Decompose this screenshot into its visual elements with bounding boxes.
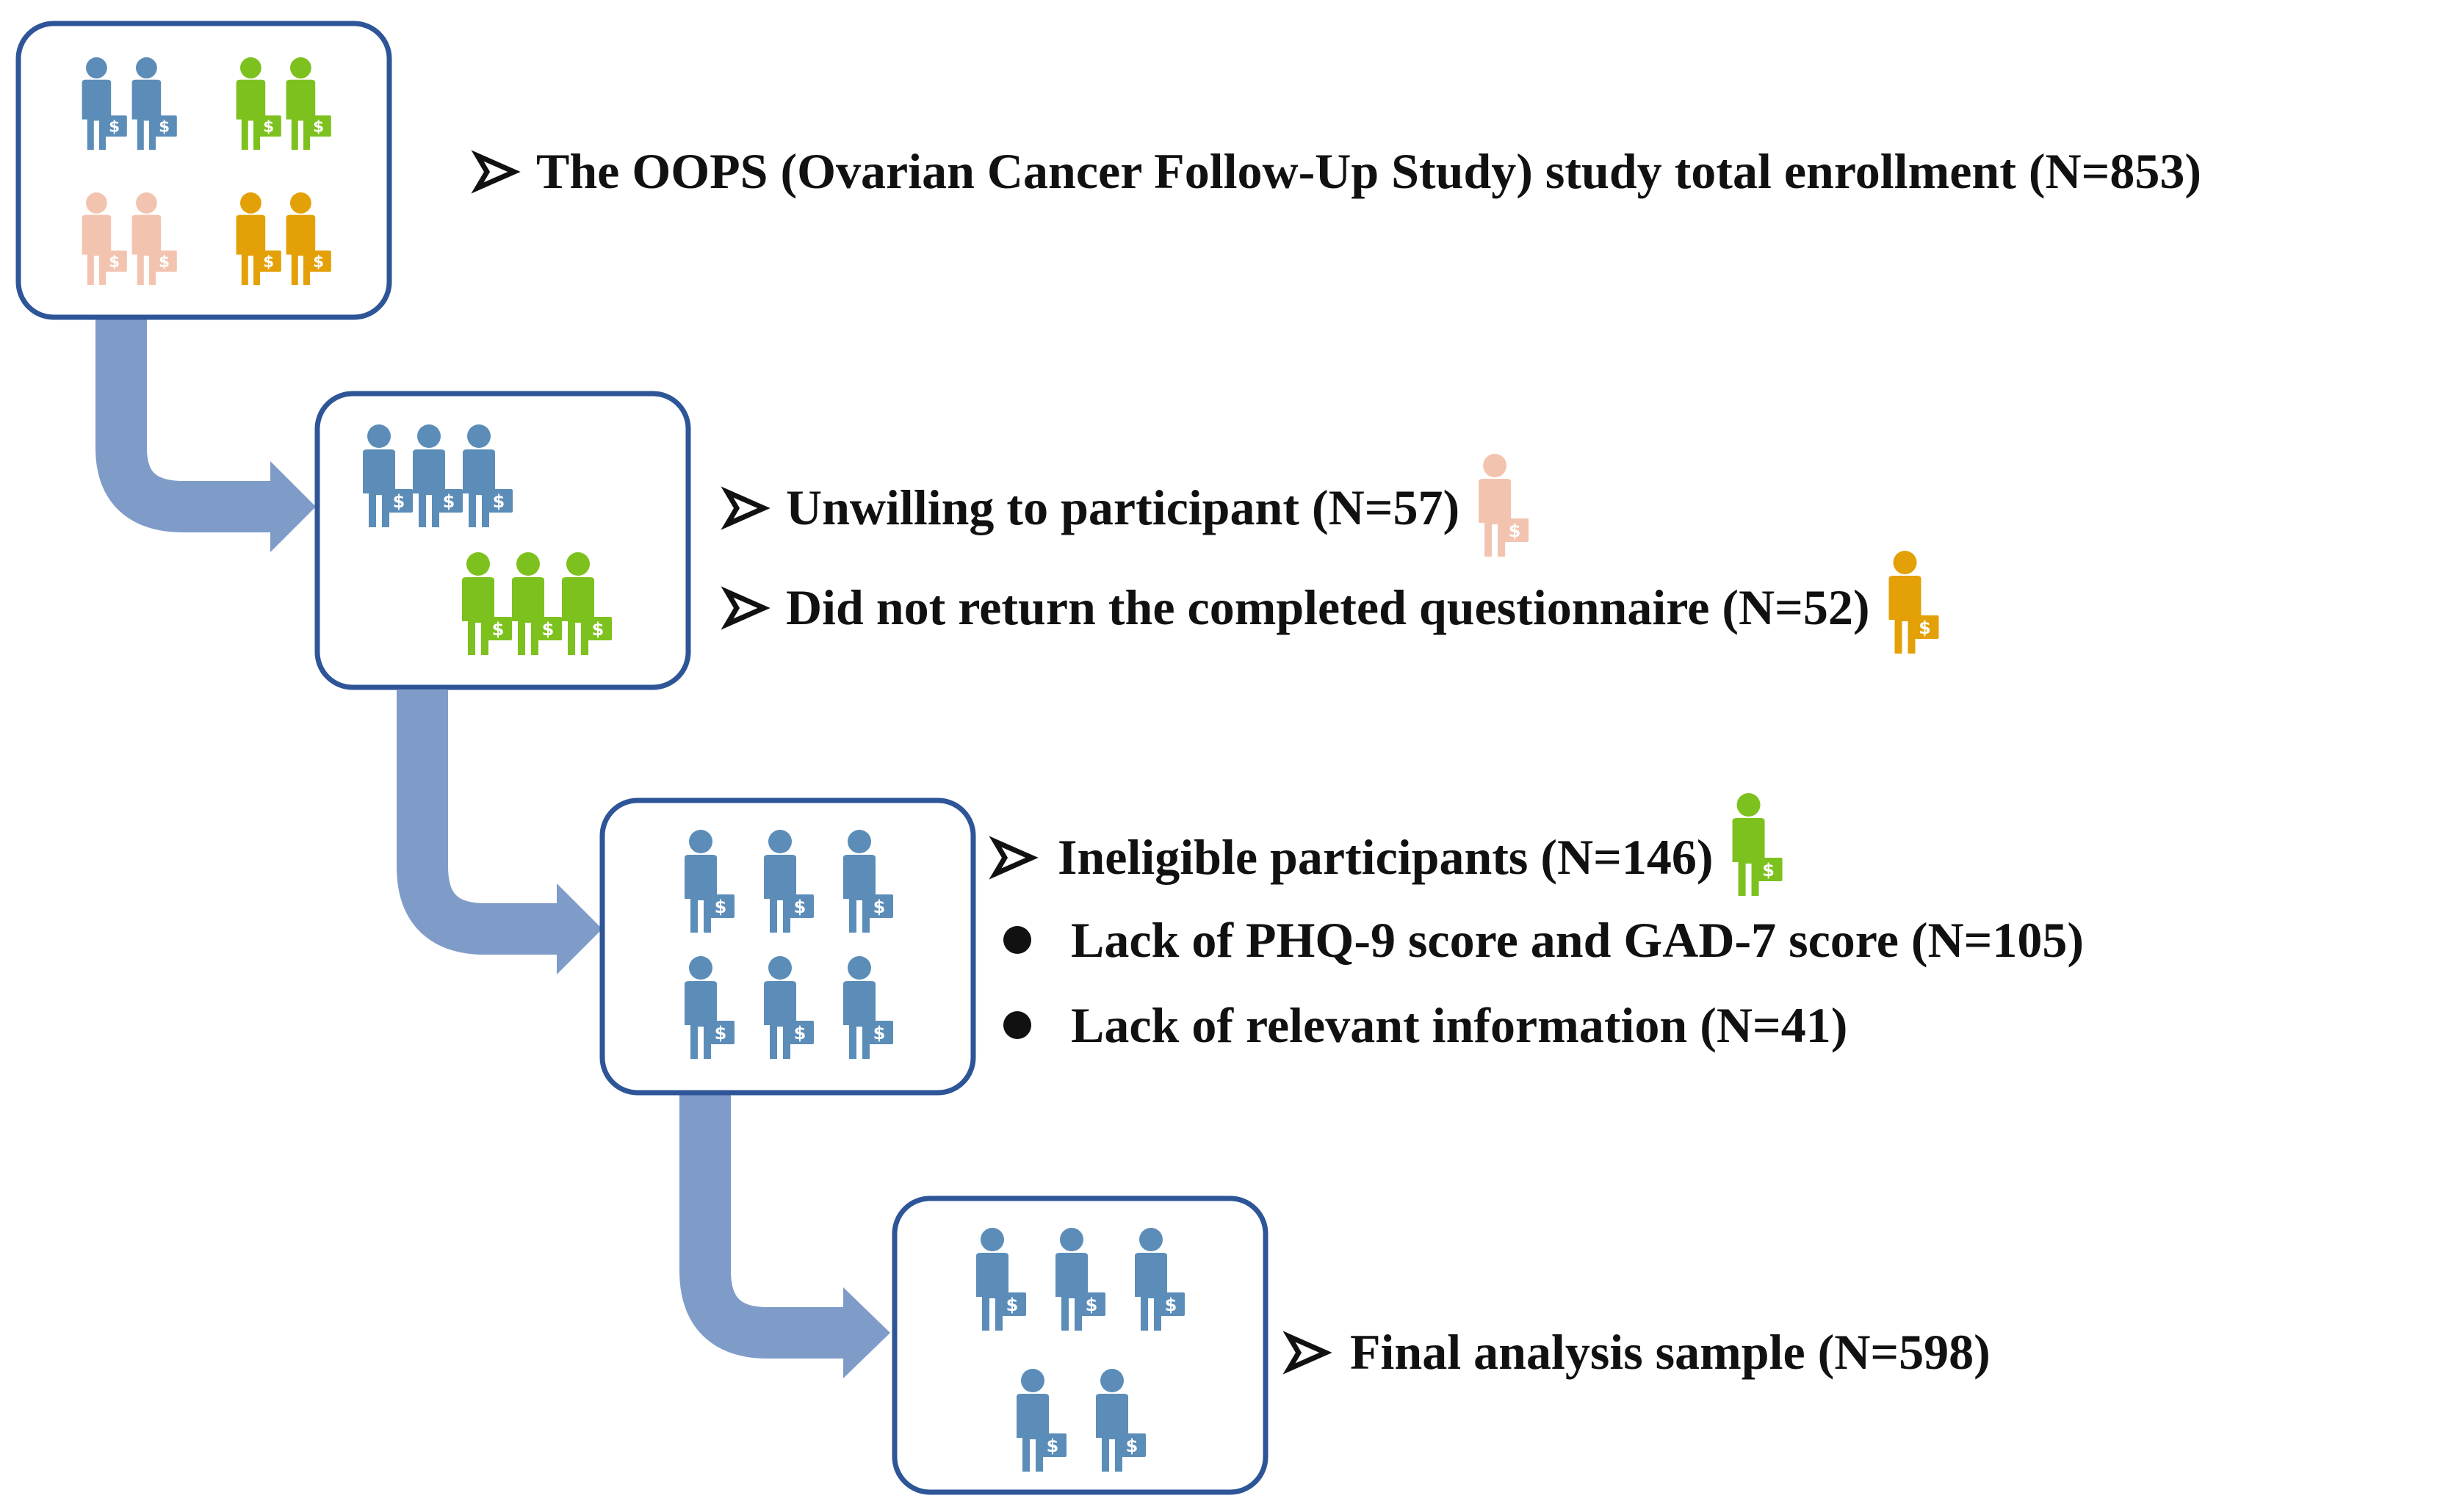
person-with-dollar-card-icon [1732,793,1783,896]
arrow-bullet-icon [471,150,521,194]
step-box-1 [15,21,392,320]
connector-arrowheads [270,461,890,1378]
person-with-dollar-card-icon [1888,551,1939,654]
step-4-item-1-text: Final analysis sample (N=598) [1350,1324,1991,1380]
connector-arrow-2 [397,690,558,955]
step-3-item-2-text: Lack of PHQ-9 score and GAD-7 score (N=1… [1071,912,2084,968]
arrowhead-1 [270,461,316,552]
person-with-dollar-card-icon [1479,454,1529,557]
dot-bullet-icon [1003,926,1031,954]
arrowhead-3 [843,1287,890,1378]
step-3-items: Ineligible participants (N=146) Lack of … [989,793,2084,1053]
step-1-items: The OOPS (Ovarian Cancer Follow-Up Study… [471,143,2201,199]
connector-arrows [95,317,845,1359]
person-with-dollar-card-icon [1888,551,1939,654]
arrow-bullet-icon [721,486,771,530]
arrow-bullet-icon [1282,1331,1332,1375]
step-2-items: Unwilling to participant (N=57) Did not … [721,454,1939,654]
arrowhead-2 [557,883,602,974]
connector-arrow-3 [679,1094,845,1359]
person-with-dollar-card-icon [1479,454,1529,557]
step-2-item-2-text: Did not return the completed questionnai… [786,579,1870,635]
step-3-item-3-text: Lack of relevant information (N=41) [1071,997,1847,1053]
step-box-2 [314,391,691,690]
step-1-item-1-text: The OOPS (Ovarian Cancer Follow-Up Study… [536,143,2201,199]
step-3-item-1-text: Ineligible participants (N=146) [1058,829,1714,885]
arrow-bullet-icon [721,586,771,630]
arrow-bullet-icon [989,836,1039,880]
person-with-dollar-card-icon [1732,793,1783,896]
connector-arrow-1 [95,317,272,532]
dot-bullet-icon [1003,1011,1031,1039]
step-4-items: Final analysis sample (N=598) [1282,1324,1991,1380]
step-2-item-1-text: Unwilling to participant (N=57) [786,480,1459,535]
